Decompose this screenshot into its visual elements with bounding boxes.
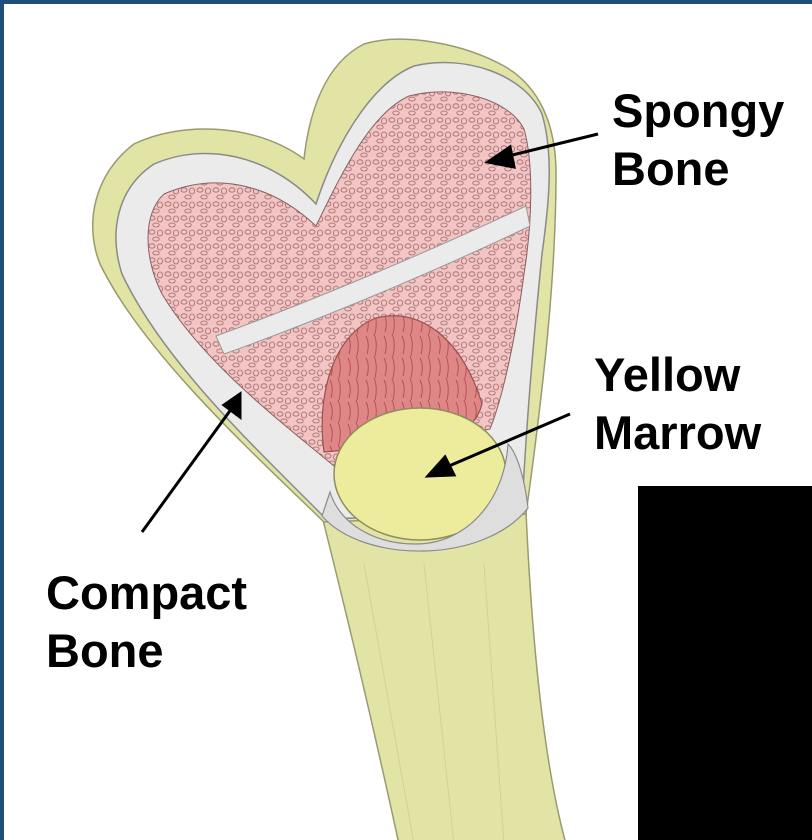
compact-bone-label-line1: Compact xyxy=(46,564,247,622)
compact-bone-label: Compact Bone xyxy=(46,564,247,680)
compact-bone-label-line2: Bone xyxy=(46,622,247,680)
bone-shaft xyxy=(322,512,566,840)
compact-bone-arrow xyxy=(142,394,240,532)
occluding-black-box xyxy=(638,486,812,840)
yellow-marrow-label-line2: Marrow xyxy=(594,404,761,462)
spongy-bone-label-line2: Bone xyxy=(612,140,784,198)
spongy-bone-label: Spongy Bone xyxy=(612,82,784,198)
yellow-marrow-label-line1: Yellow xyxy=(594,346,761,404)
yellow-marrow-label: Yellow Marrow xyxy=(594,346,761,462)
spongy-bone-label-line1: Spongy xyxy=(612,82,784,140)
